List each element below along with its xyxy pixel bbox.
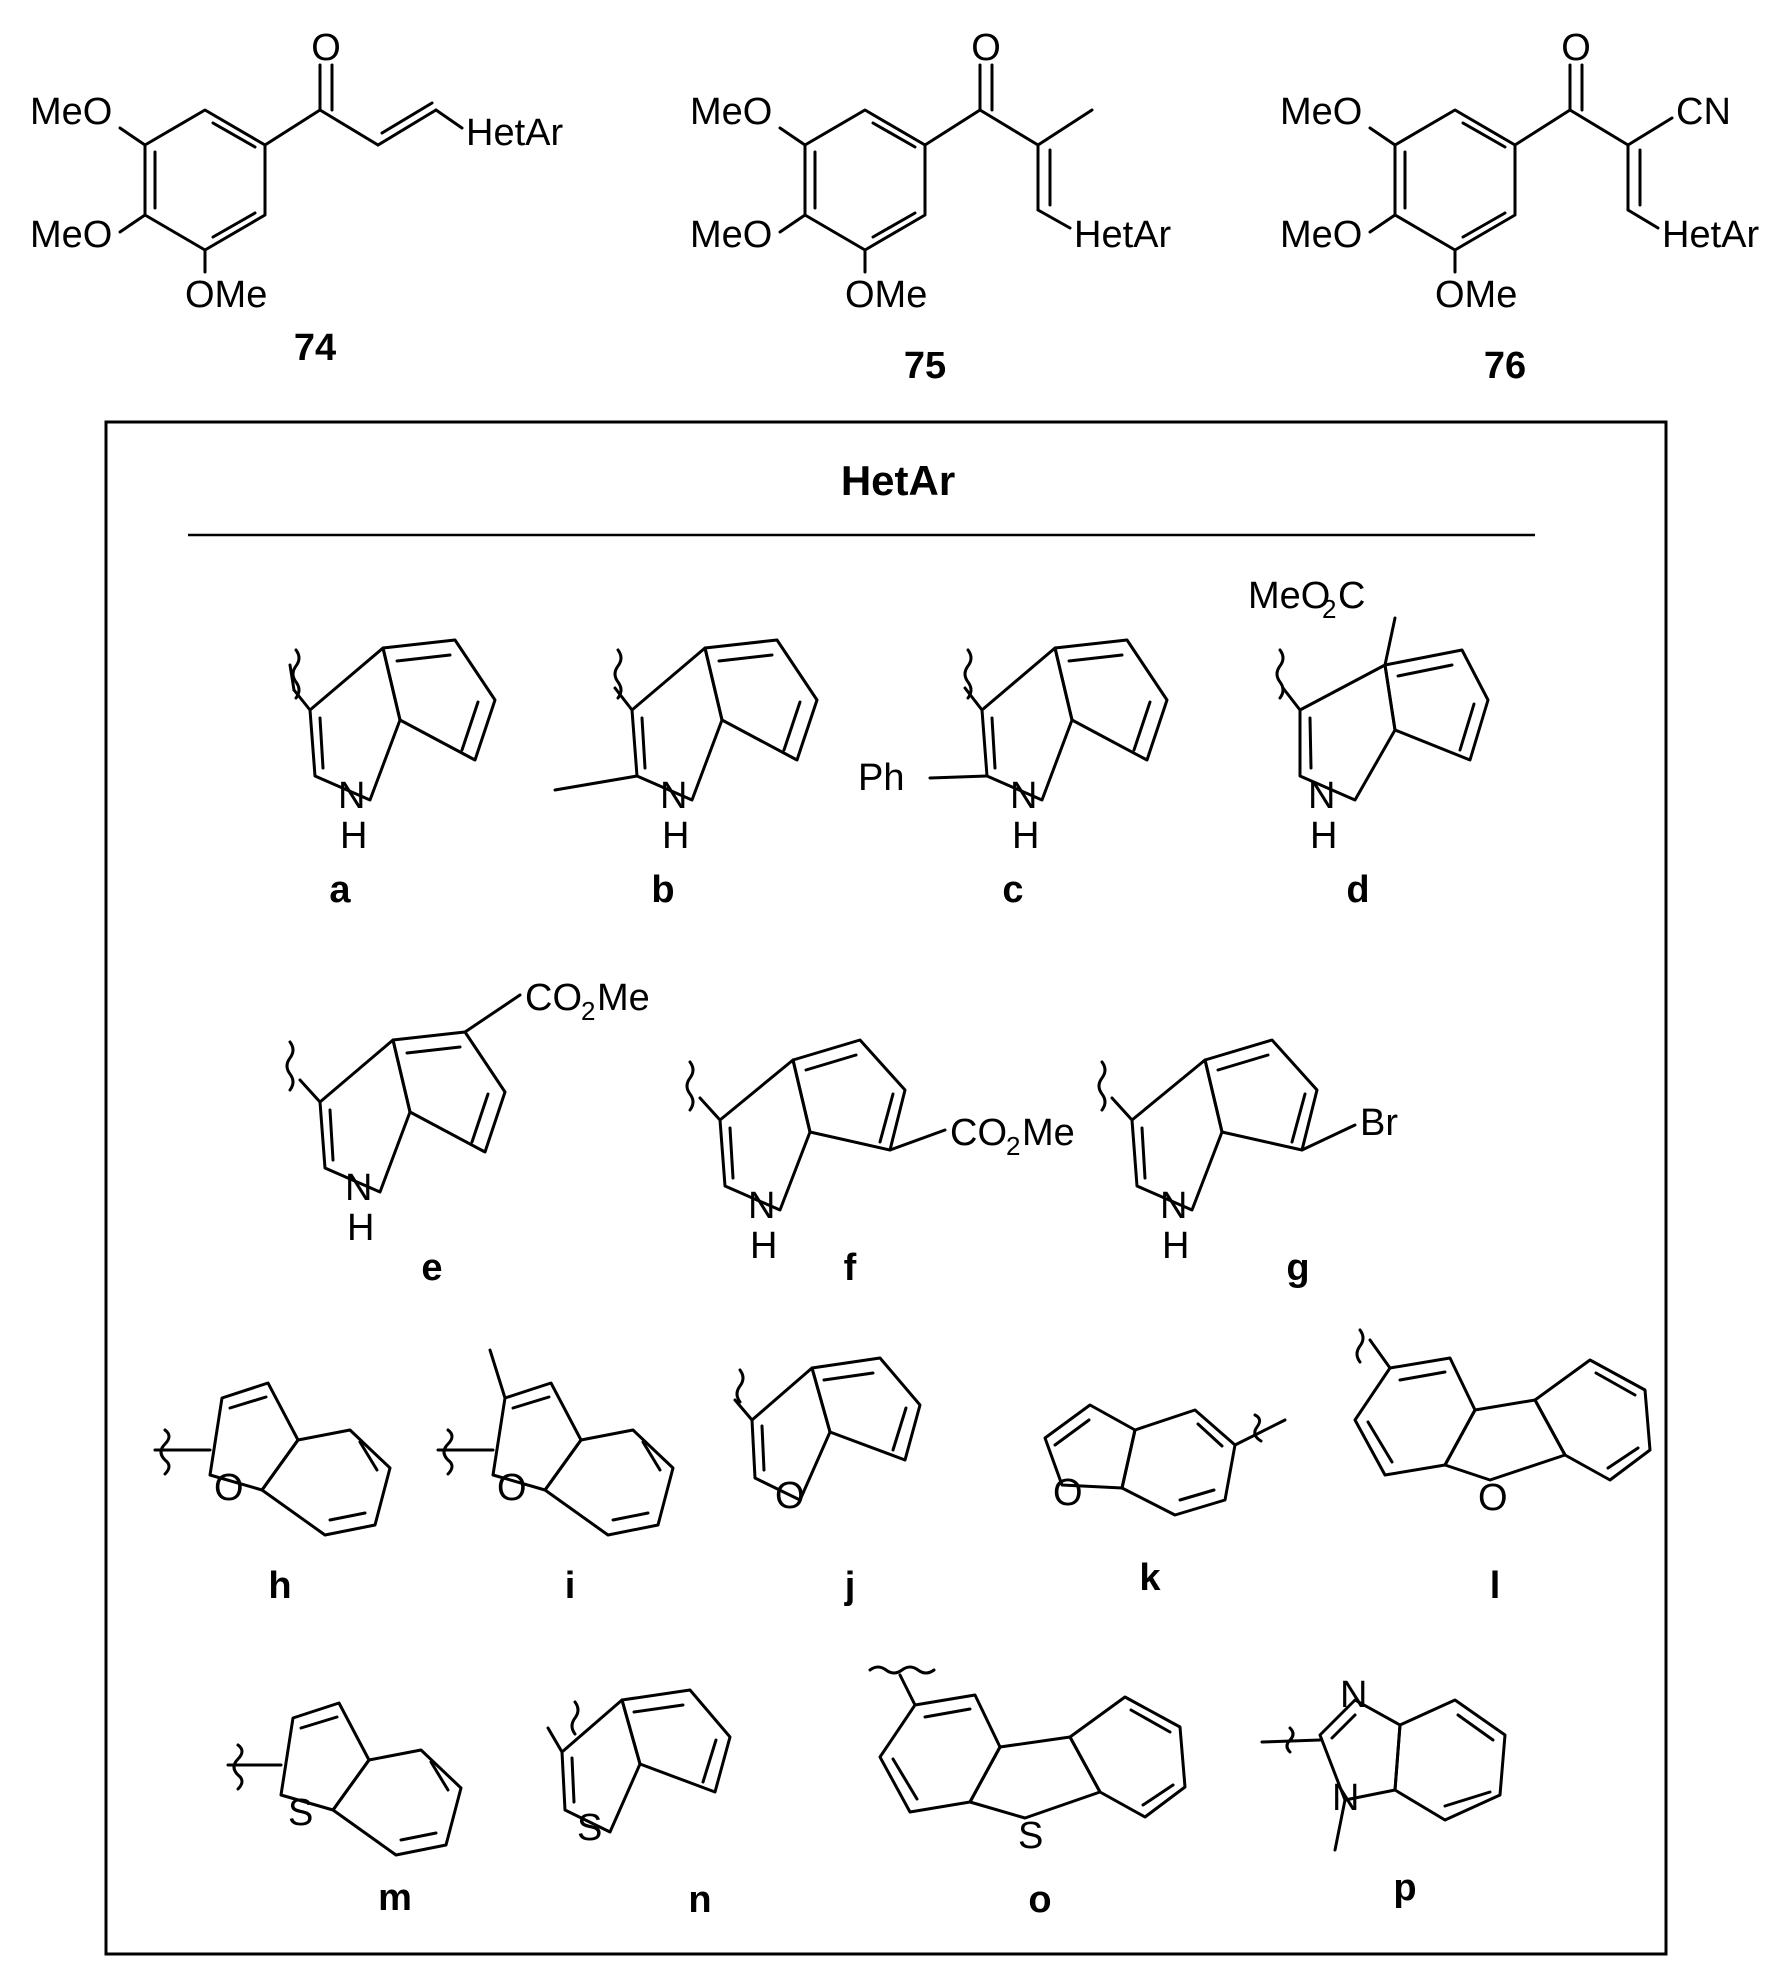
entry-label-d: d: [1346, 869, 1369, 911]
hetar-i: O i: [436, 1348, 675, 1607]
nitrogen: N: [748, 1185, 775, 1227]
hetar-l: O l: [1353, 1328, 1652, 1607]
hydrogen: H: [750, 1225, 777, 1267]
entry-label-m: m: [378, 1877, 412, 1919]
methoxy-top: MeO: [30, 91, 112, 133]
compound-label-74: 74: [294, 327, 336, 369]
hydrogen: H: [1162, 1225, 1189, 1267]
hetar-j: O j: [733, 1356, 922, 1607]
cyano-label: CN: [1676, 91, 1731, 133]
entry-label-h: h: [268, 1565, 291, 1607]
nitrogen: N: [1010, 775, 1037, 817]
panel-title: HetAr: [841, 457, 955, 504]
nitrogen: N: [660, 775, 687, 817]
hetar-e: CO 2 Me N H e: [285, 977, 650, 1289]
carbonyl-oxygen: O: [1561, 27, 1591, 69]
nitrogen: N: [345, 1167, 372, 1209]
entry-label-p: p: [1393, 1867, 1416, 1909]
ester-subscript: 2: [1006, 1131, 1020, 1161]
hetar-n: S n: [546, 1688, 732, 1921]
ester-meo: MeO: [1248, 575, 1330, 617]
entry-label-a: a: [329, 869, 351, 911]
ester-me: Me: [597, 977, 650, 1019]
methoxy-top: MeO: [1280, 91, 1362, 133]
methoxy-mid: MeO: [30, 214, 112, 256]
compound-76: O MeO MeO OMe CN HetAr 76: [1280, 27, 1759, 387]
nitrogen: N: [338, 775, 365, 817]
entry-label-j: j: [844, 1565, 856, 1607]
oxygen: O: [214, 1467, 244, 1509]
hetar-f: CO 2 Me N H f: [685, 1038, 1075, 1289]
ester-co: CO: [950, 1112, 1007, 1154]
compound-label-75: 75: [904, 345, 946, 387]
entry-label-g: g: [1286, 1247, 1309, 1289]
hetar-g: Br N H g: [1097, 1038, 1398, 1289]
entry-label-n: n: [688, 1879, 711, 1921]
carbonyl-oxygen: O: [311, 27, 341, 69]
hydrogen: H: [1310, 815, 1337, 857]
ester-carbon: C: [1338, 575, 1365, 617]
ester-me: Me: [1022, 1112, 1075, 1154]
methoxy-mid: MeO: [1280, 214, 1362, 256]
hetar-a: N H a: [288, 638, 497, 911]
hetar-panel: HetAr N H a N H: [104, 420, 1668, 1956]
hetar-d: MeO 2 C N H d: [1248, 575, 1490, 911]
sulfur: S: [577, 1807, 602, 1849]
hydrogen: H: [662, 815, 689, 857]
ester-co: CO: [525, 977, 582, 1019]
sulfur: S: [1018, 1815, 1043, 1857]
hetar-b: N H b: [553, 638, 819, 911]
ester-subscript: 2: [581, 996, 595, 1026]
phenyl: Ph: [858, 757, 904, 799]
hetar-o: S o: [868, 1665, 1187, 1921]
compound-75: O MeO MeO OMe HetAr 75: [690, 27, 1171, 387]
ester-subscript: 2: [1322, 594, 1336, 624]
hydrogen: H: [340, 815, 367, 857]
oxygen: O: [1478, 1477, 1508, 1519]
oxygen: O: [497, 1467, 527, 1509]
entry-label-o: o: [1028, 1879, 1051, 1921]
entry-label-i: i: [565, 1565, 576, 1607]
hetar-label: HetAr: [466, 112, 563, 154]
sulfur: S: [288, 1792, 313, 1834]
methoxy-top: MeO: [690, 91, 772, 133]
hetar-p: N N p: [1260, 1674, 1507, 1909]
hetar-h: O h: [153, 1381, 392, 1607]
entry-label-e: e: [421, 1247, 442, 1289]
hetar-k: O k: [1043, 1403, 1287, 1599]
panel-border: [104, 420, 1668, 1956]
hetar-label: HetAr: [1662, 214, 1759, 256]
bromine: Br: [1360, 1102, 1398, 1144]
entry-label-f: f: [844, 1247, 857, 1289]
entry-label-c: c: [1002, 869, 1023, 911]
hydrogen: H: [1012, 815, 1039, 857]
oxygen: O: [1053, 1472, 1083, 1514]
entry-label-b: b: [651, 869, 674, 911]
nitrogen: N: [1160, 1185, 1187, 1227]
hetar-c: Ph N H c: [858, 638, 1169, 911]
hydrogen: H: [347, 1207, 374, 1249]
methoxy-bottom: OMe: [185, 274, 267, 316]
entry-label-l: l: [1490, 1565, 1501, 1607]
nitrogen-imine: N: [1340, 1674, 1367, 1716]
compound-74: O MeO MeO OMe HetAr 74: [30, 27, 563, 369]
nitrogen-methyl: N: [1332, 1777, 1359, 1819]
oxygen: O: [775, 1475, 805, 1517]
methoxy-bottom: OMe: [845, 274, 927, 316]
methoxy-mid: MeO: [690, 214, 772, 256]
carbonyl-oxygen: O: [971, 27, 1001, 69]
methoxy-bottom: OMe: [1435, 274, 1517, 316]
hetar-label: HetAr: [1074, 214, 1171, 256]
compound-label-76: 76: [1484, 345, 1526, 387]
nitrogen: N: [1308, 775, 1335, 817]
hetar-m: S m: [226, 1701, 463, 1919]
entry-label-k: k: [1139, 1557, 1161, 1599]
